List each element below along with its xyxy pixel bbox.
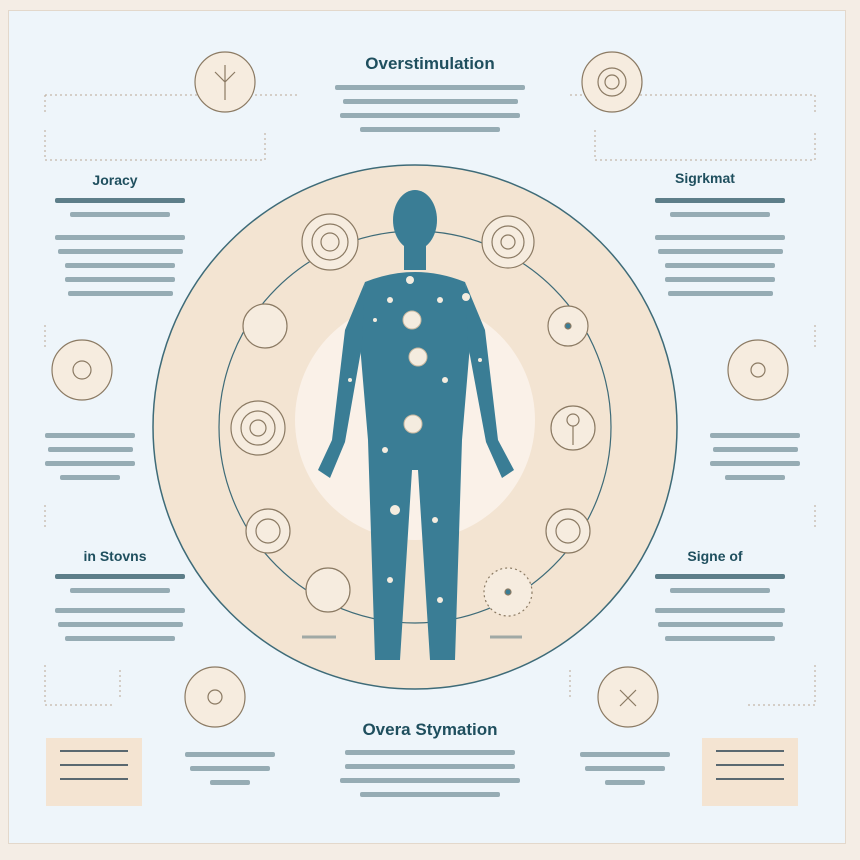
spiral-icon: [301, 213, 359, 271]
text-block-bottom: [330, 750, 530, 806]
text-block-right-lower: [650, 574, 790, 650]
spiral-icon: [230, 400, 286, 456]
light-burst-icon: [184, 666, 246, 728]
connector-lines: [44, 94, 816, 706]
heading-left-lower: in Stovns: [83, 548, 147, 564]
text-block-right-middle: [705, 433, 805, 489]
human-figure: [318, 190, 514, 660]
heading-bottom: Overa Stymation: [362, 720, 498, 739]
document-icon: [702, 738, 798, 806]
sparkle-icon: [597, 666, 659, 728]
document-icon: [46, 738, 142, 806]
text-block-bottom-right: [575, 752, 675, 794]
text-block-left-middle: [40, 433, 140, 489]
figure-spots: [348, 276, 482, 603]
person-icon: [550, 405, 596, 451]
heading-left-upper: Joracy: [92, 172, 138, 188]
particles-icon: [483, 567, 533, 617]
brain-icon: [305, 567, 351, 613]
sun-icon: [51, 339, 113, 401]
spiral-icon: [481, 215, 535, 269]
text-block-top: [330, 85, 530, 141]
heading-top: Overstimulation: [365, 54, 495, 73]
heading-right-upper: Sigrkmat: [675, 170, 735, 186]
sun-icon: [727, 339, 789, 401]
sound-wave-icon: [581, 51, 643, 113]
nerve-icon: [194, 51, 256, 113]
spiral-icon: [245, 508, 291, 554]
text-block-left-upper: [50, 198, 190, 305]
heading-right-lower: Signe of: [687, 548, 743, 564]
brain-icon: [547, 305, 589, 347]
text-block-bottom-left: [180, 752, 280, 794]
text-block-right-upper: [650, 198, 790, 305]
spiral-icon: [545, 508, 591, 554]
light-burst-icon: [242, 303, 288, 349]
text-block-left-lower: [50, 574, 190, 650]
